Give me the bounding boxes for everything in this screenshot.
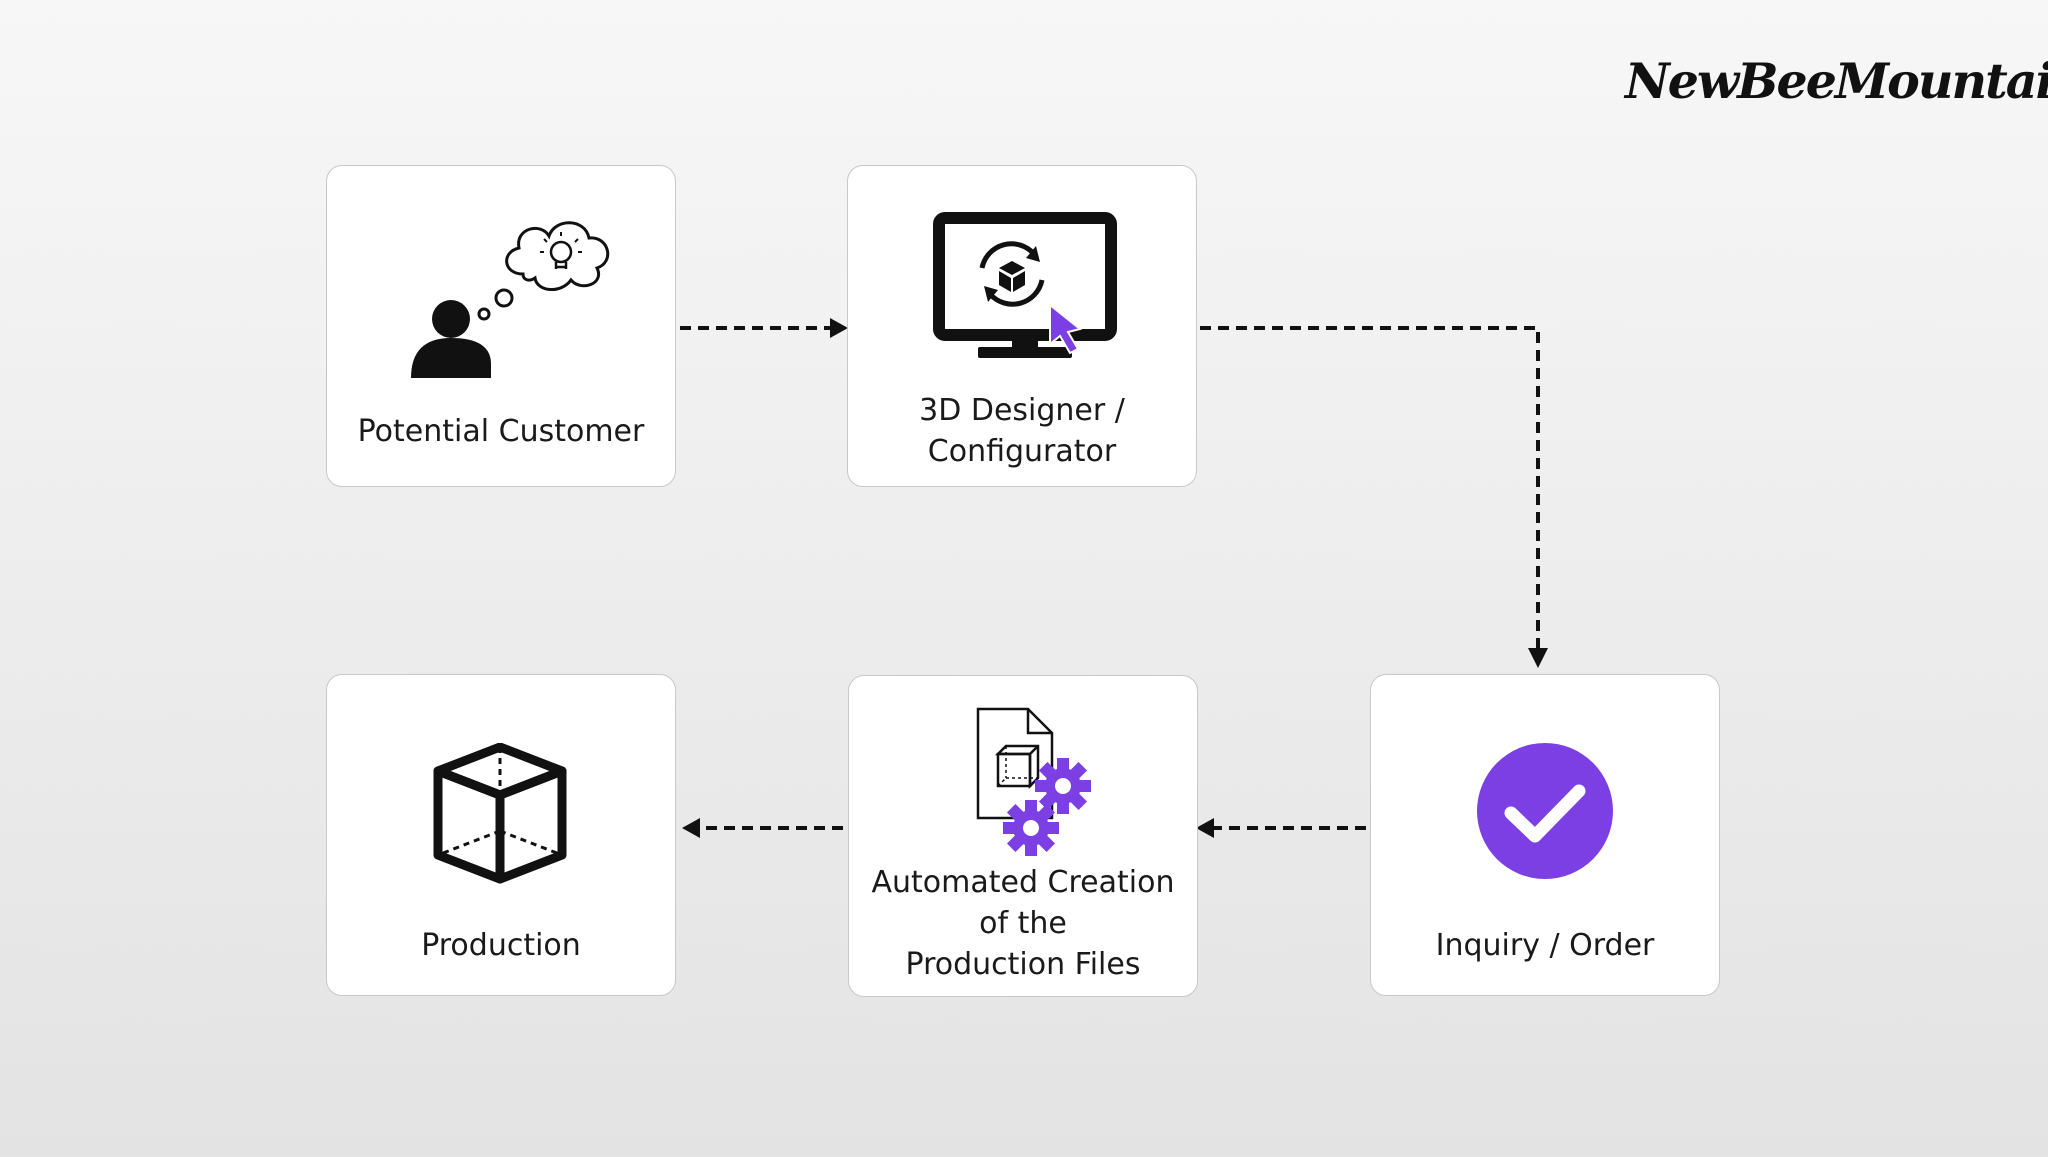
arrowhead-down bbox=[1528, 648, 1548, 668]
arrowhead-right bbox=[830, 318, 848, 338]
node-3d-designer-configurator: 3D Designer / Configurator bbox=[847, 165, 1197, 487]
thinking-person-icon bbox=[327, 206, 675, 386]
node-production: Production bbox=[326, 674, 676, 996]
node-label: Inquiry / Order bbox=[1435, 928, 1655, 963]
node-potential-customer: Potential Customer bbox=[326, 165, 676, 487]
node-automated-production-files: Automated Creation of the Production Fil… bbox=[848, 675, 1198, 997]
cube-icon bbox=[327, 743, 675, 885]
arrowhead-left-1 bbox=[1196, 818, 1214, 838]
arrow-configurator-to-inquiry bbox=[1200, 326, 1540, 648]
check-circle-icon bbox=[1371, 741, 1719, 881]
monitor-3d-configurator-icon bbox=[848, 211, 1196, 371]
node-label: Automated Creation of the Production Fil… bbox=[871, 865, 1175, 982]
arrowhead-left-2 bbox=[682, 818, 700, 838]
node-label: Production bbox=[421, 928, 581, 963]
node-label: 3D Designer / Configurator bbox=[919, 393, 1125, 469]
node-label: Potential Customer bbox=[357, 414, 645, 449]
file-gears-icon bbox=[849, 706, 1197, 856]
node-inquiry-order: Inquiry / Order bbox=[1370, 674, 1720, 996]
